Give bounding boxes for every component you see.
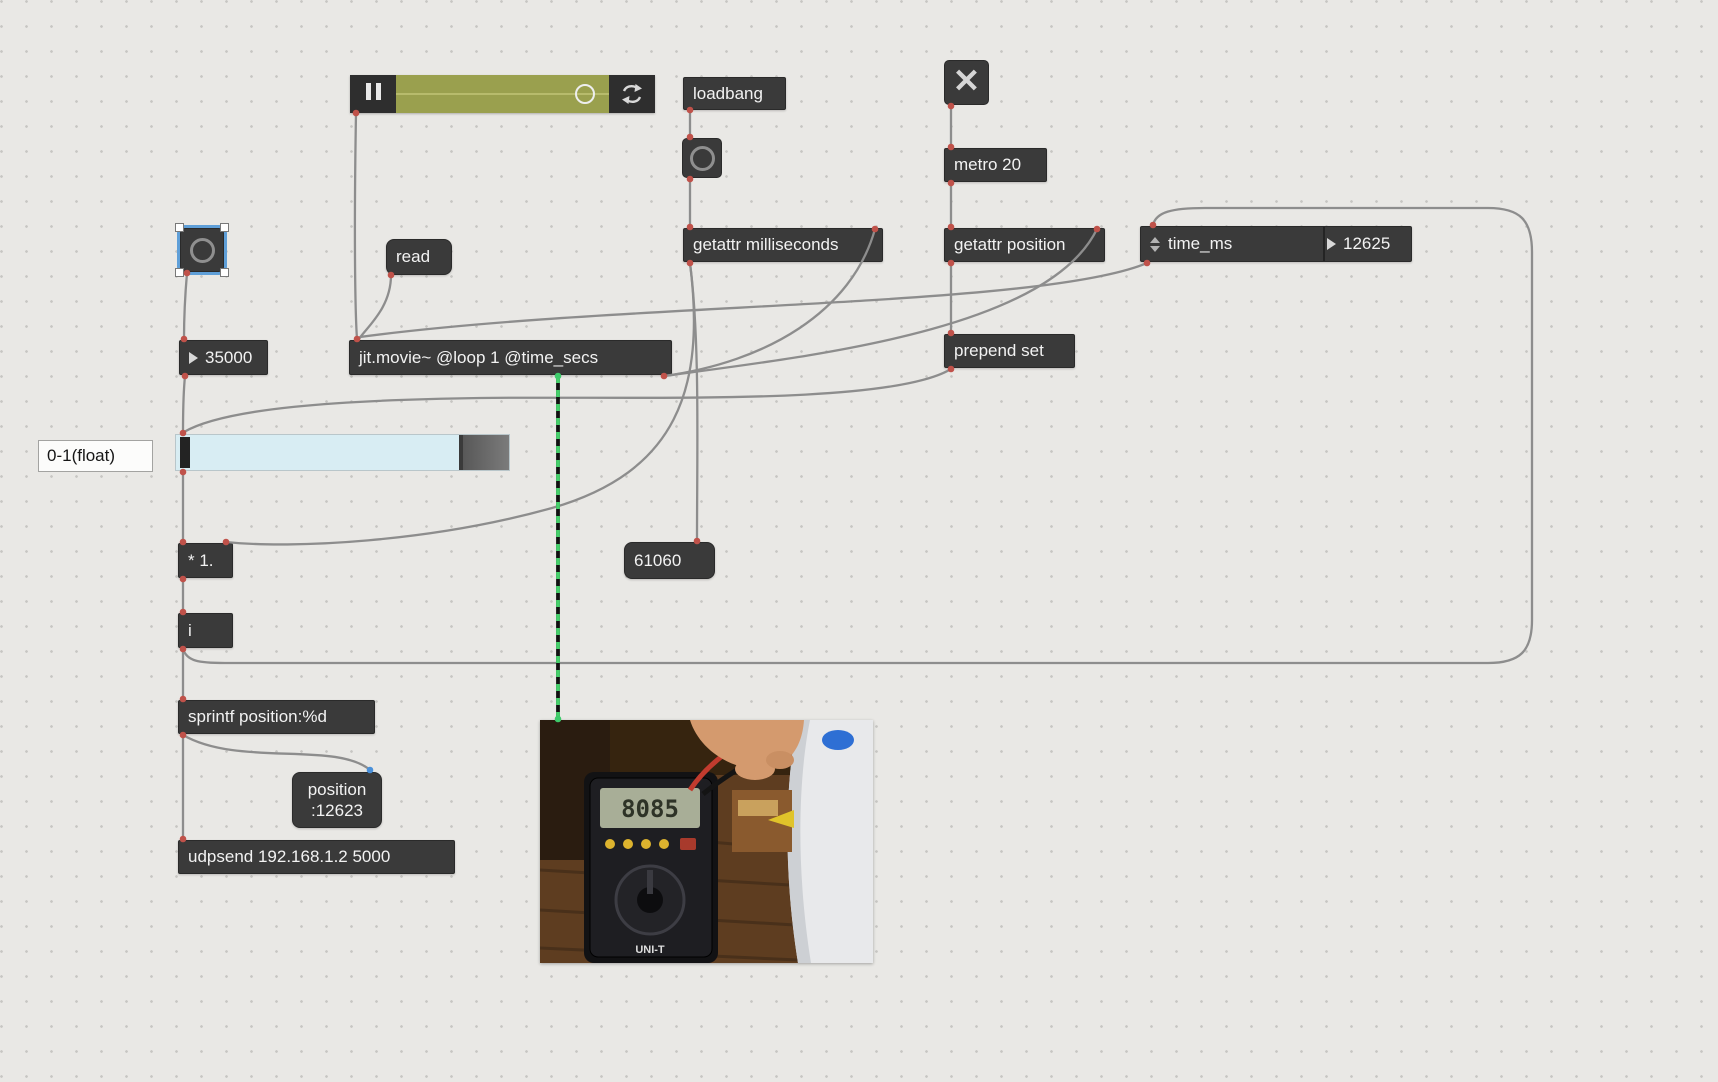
- getattr-milliseconds-label: getattr milliseconds: [693, 235, 839, 254]
- number-value: 35000: [205, 347, 253, 367]
- number-triangle-icon: [1327, 238, 1336, 250]
- metro-label: metro 20: [954, 155, 1022, 174]
- selection-handle[interactable]: [175, 268, 184, 277]
- dial-pointer: [647, 870, 653, 894]
- message-position[interactable]: position :12623: [292, 772, 382, 828]
- video-frame: 8085 UNI-T: [539, 720, 873, 963]
- position-line2: :12623: [311, 801, 363, 820]
- up-down-arrows-icon[interactable]: [1150, 236, 1160, 252]
- patch-cord[interactable]: [353, 111, 359, 341]
- object-metro[interactable]: metro 20: [944, 148, 1047, 182]
- patch-cord[interactable]: [181, 733, 372, 772]
- object-multiply[interactable]: * 1.: [178, 543, 233, 578]
- object-jit-movie[interactable]: jit.movie~ @loop 1 @time_secs: [349, 340, 672, 375]
- range-slider[interactable]: [175, 434, 510, 471]
- comment-text: 0-1(float): [47, 446, 116, 465]
- prepend-set-label: prepend set: [954, 341, 1044, 360]
- bang-circle-icon: [189, 237, 215, 263]
- attrui-time-ms[interactable]: time_ms 12625: [1140, 226, 1412, 262]
- selection-handle[interactable]: [220, 268, 229, 277]
- lcd-display: [600, 788, 700, 828]
- appliance-shading: [787, 720, 811, 963]
- message-read[interactable]: read: [386, 239, 452, 275]
- patch-cord[interactable]: [224, 261, 696, 546]
- multiply-label: * 1.: [188, 550, 214, 570]
- toggle-x-icon: ✕: [952, 62, 981, 99]
- toggle-box[interactable]: ✕: [944, 60, 989, 105]
- message-61060-label: 61060: [634, 550, 682, 570]
- appliance-logo: [822, 730, 854, 750]
- loop-icon: [622, 84, 642, 104]
- attrui-name: time_ms: [1168, 234, 1233, 253]
- loadbang-label: loadbang: [693, 83, 763, 103]
- patch-cord[interactable]: [357, 273, 393, 341]
- playbar-track-line: [396, 93, 609, 95]
- number-box-35000[interactable]: 35000: [179, 340, 268, 375]
- message-61060[interactable]: 61060: [624, 542, 715, 579]
- patch-cord[interactable]: [358, 261, 1149, 339]
- bang-circle-icon: [689, 145, 715, 171]
- pause-icon: [363, 83, 383, 105]
- selection-handle[interactable]: [175, 223, 184, 232]
- comment-0-1-float[interactable]: 0-1(float): [38, 440, 153, 472]
- button-bang[interactable]: [682, 138, 722, 178]
- number-triangle-icon: [189, 351, 198, 364]
- pause-button[interactable]: [350, 75, 396, 113]
- getattr-position-label: getattr position: [954, 235, 1066, 254]
- patch-cord[interactable]: [182, 271, 189, 341]
- object-sprintf[interactable]: sprintf position:%d: [178, 700, 375, 734]
- object-int[interactable]: i: [178, 613, 233, 648]
- thumb: [766, 751, 794, 769]
- attrui-value: 12625: [1343, 234, 1391, 253]
- fingers: [735, 758, 775, 780]
- jit-movie-label: jit.movie~ @loop 1 @time_secs: [359, 347, 599, 367]
- dial-center: [637, 887, 663, 913]
- button-bang-selected[interactable]: [175, 223, 229, 277]
- attrui-divider: [1323, 227, 1325, 261]
- meter-buttons: [605, 838, 696, 850]
- slider-high-handle[interactable]: [463, 435, 509, 470]
- position-line1: position: [307, 779, 367, 799]
- attrui-value-box[interactable]: 12625: [1327, 227, 1405, 261]
- object-udpsend[interactable]: udpsend 192.168.1.2 5000: [178, 840, 455, 874]
- object-getattr-milliseconds[interactable]: getattr milliseconds: [683, 228, 883, 262]
- playbar-track[interactable]: [396, 75, 609, 113]
- copper-tape: [738, 800, 778, 816]
- object-prepend-set[interactable]: prepend set: [944, 334, 1075, 368]
- patch-cord[interactable]: [182, 367, 953, 434]
- white-appliance: [787, 720, 873, 963]
- sprintf-label: sprintf position:%d: [188, 707, 327, 726]
- udpsend-label: udpsend 192.168.1.2 5000: [188, 847, 391, 866]
- patch-cord[interactable]: [688, 261, 699, 543]
- object-loadbang[interactable]: loadbang: [683, 77, 786, 110]
- read-label: read: [396, 247, 431, 266]
- alligator-clip: [768, 810, 794, 828]
- jit-pwindow-video-preview[interactable]: 8085 UNI-T: [539, 720, 873, 963]
- lcd-digits: 8085: [621, 795, 679, 823]
- loop-button[interactable]: [609, 75, 655, 113]
- playbar-knob[interactable]: [575, 84, 595, 104]
- int-label: i: [188, 620, 192, 640]
- slider-low-handle[interactable]: [180, 437, 190, 468]
- object-getattr-position[interactable]: getattr position: [944, 228, 1105, 262]
- meter-brand: UNI-T: [635, 944, 665, 956]
- patch-cord[interactable]: [181, 374, 187, 435]
- selection-handle[interactable]: [220, 223, 229, 232]
- jit-movie-playbar[interactable]: [350, 75, 655, 113]
